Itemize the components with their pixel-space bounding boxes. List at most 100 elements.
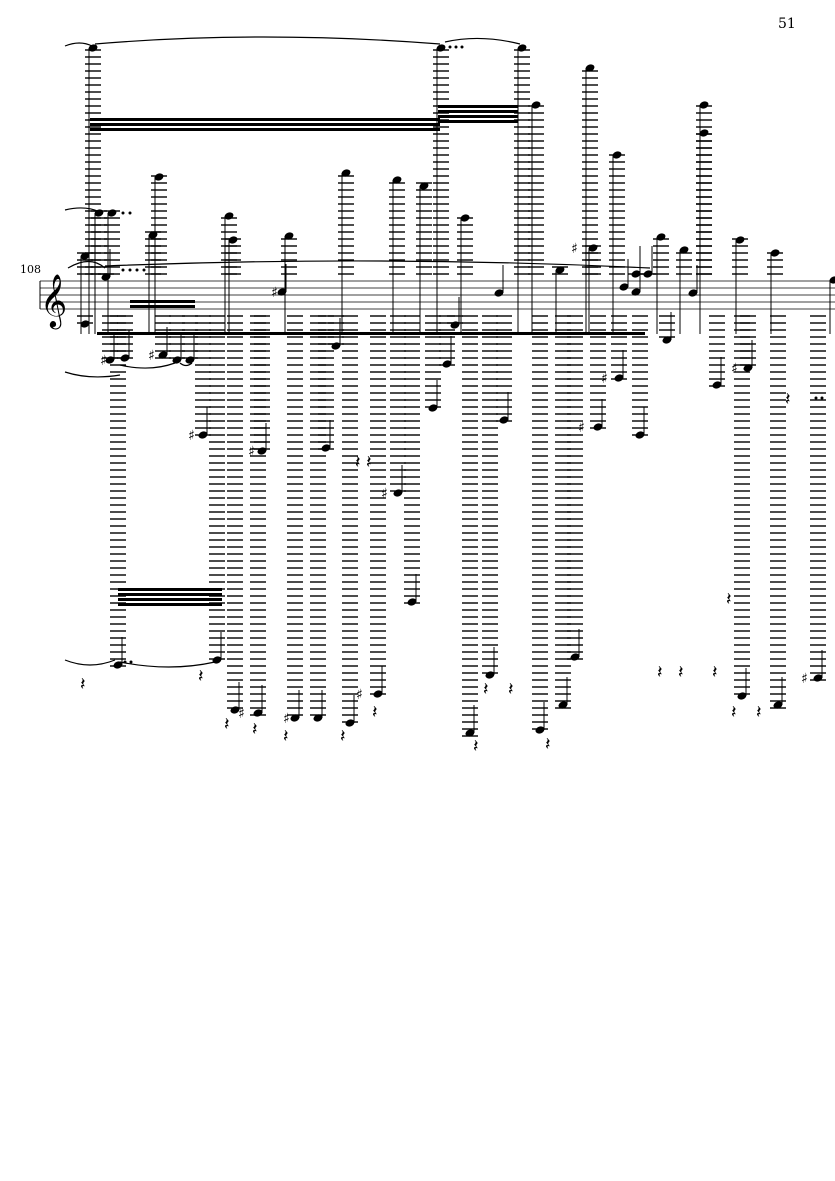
notehead — [212, 656, 222, 664]
dot — [128, 268, 132, 272]
notehead — [619, 283, 629, 291]
sharp-icon: ♯ — [283, 711, 290, 727]
beams — [90, 105, 645, 606]
dot — [128, 211, 132, 215]
slur — [179, 362, 193, 367]
quarter-rest-icon: 𝄽 — [224, 714, 230, 735]
notehead — [535, 726, 545, 734]
notehead — [699, 129, 709, 137]
notehead — [631, 288, 641, 296]
notehead — [558, 701, 568, 709]
dot — [454, 45, 458, 49]
notehead — [290, 714, 300, 722]
sharp-icon: ♯ — [188, 428, 195, 444]
notehead — [419, 182, 429, 190]
beam — [130, 305, 195, 308]
quarter-rest-icon: 𝄽 — [712, 662, 718, 683]
notehead — [773, 701, 783, 709]
notehead — [494, 289, 504, 297]
quarter-rest-icon: 𝄽 — [508, 679, 514, 700]
quarter-rest-icon: 𝄽 — [756, 702, 762, 723]
quarter-rest-icon: 𝄽 — [252, 719, 258, 740]
notehead — [614, 374, 624, 382]
notehead — [407, 598, 417, 606]
dot — [460, 45, 464, 49]
slur — [119, 661, 216, 668]
sharp-icon: ♯ — [100, 353, 107, 369]
slur — [64, 371, 121, 378]
dot — [820, 396, 824, 400]
beam — [118, 593, 222, 596]
notehead — [712, 381, 722, 389]
notehead — [735, 236, 745, 244]
beam — [90, 128, 440, 131]
notehead — [101, 273, 111, 281]
notehead — [699, 101, 709, 109]
notehead — [531, 101, 541, 109]
slurs — [64, 36, 651, 668]
slur — [64, 659, 116, 666]
quarter-rest-icon: 𝄽 — [283, 726, 289, 747]
notehead — [80, 252, 90, 260]
dot — [121, 268, 125, 272]
notehead — [277, 288, 287, 296]
notehead — [345, 719, 355, 727]
notehead — [80, 320, 90, 328]
notehead — [313, 714, 323, 722]
quarter-rest-icon: 𝄽 — [657, 662, 663, 683]
notehead — [679, 246, 689, 254]
notehead — [113, 661, 123, 669]
notehead — [341, 169, 351, 177]
notehead — [392, 176, 402, 184]
beam — [97, 332, 645, 335]
dot — [448, 45, 452, 49]
beam — [118, 588, 222, 591]
quarter-rest-icon: 𝄽 — [372, 702, 378, 723]
sharp-icon: ♯ — [148, 348, 155, 364]
beam — [130, 300, 195, 303]
notehead — [688, 289, 698, 297]
sharp-icon: ♯ — [578, 420, 585, 436]
quarter-rest-icon: 𝄽 — [80, 674, 86, 695]
quarter-rest-icon: 𝄽 — [545, 734, 551, 755]
notehead — [593, 423, 603, 431]
notehead — [428, 404, 438, 412]
beam — [438, 105, 518, 108]
notehead — [442, 360, 452, 368]
notehead — [284, 232, 294, 240]
sharp-icon: ♯ — [571, 241, 578, 257]
slur — [67, 260, 106, 269]
dot — [123, 660, 127, 664]
quarter-rest-icon: 𝄽 — [785, 389, 791, 410]
sharp-icon: ♯ — [238, 706, 245, 722]
sharp-icon: ♯ — [248, 444, 255, 460]
slur — [94, 36, 441, 45]
beam — [90, 123, 440, 126]
notehead — [829, 276, 835, 284]
notehead — [743, 364, 753, 372]
quarter-rest-icon: 𝄽 — [473, 736, 479, 757]
notehead — [662, 336, 672, 344]
dot — [135, 268, 139, 272]
notehead — [154, 173, 164, 181]
quarter-rest-icon: 𝄽 — [678, 662, 684, 683]
slur — [119, 362, 176, 369]
beam — [438, 120, 518, 123]
notehead — [585, 64, 595, 72]
sharp-icon: ♯ — [356, 687, 363, 703]
notehead — [555, 266, 565, 274]
quarter-rest-icon: 𝄽 — [483, 679, 489, 700]
page-number: 51 — [778, 16, 796, 32]
beam — [438, 115, 518, 118]
sharp-icon: ♯ — [271, 285, 278, 301]
beam — [90, 118, 440, 121]
beam — [118, 598, 222, 601]
beam — [438, 110, 518, 113]
treble-clef-icon: 𝄞 — [40, 273, 67, 329]
notehead — [158, 351, 168, 359]
sharp-icon: ♯ — [801, 671, 808, 687]
quarter-rest-icon: 𝄽 — [726, 589, 732, 610]
dot — [814, 396, 818, 400]
sharp-icon: ♯ — [601, 371, 608, 387]
